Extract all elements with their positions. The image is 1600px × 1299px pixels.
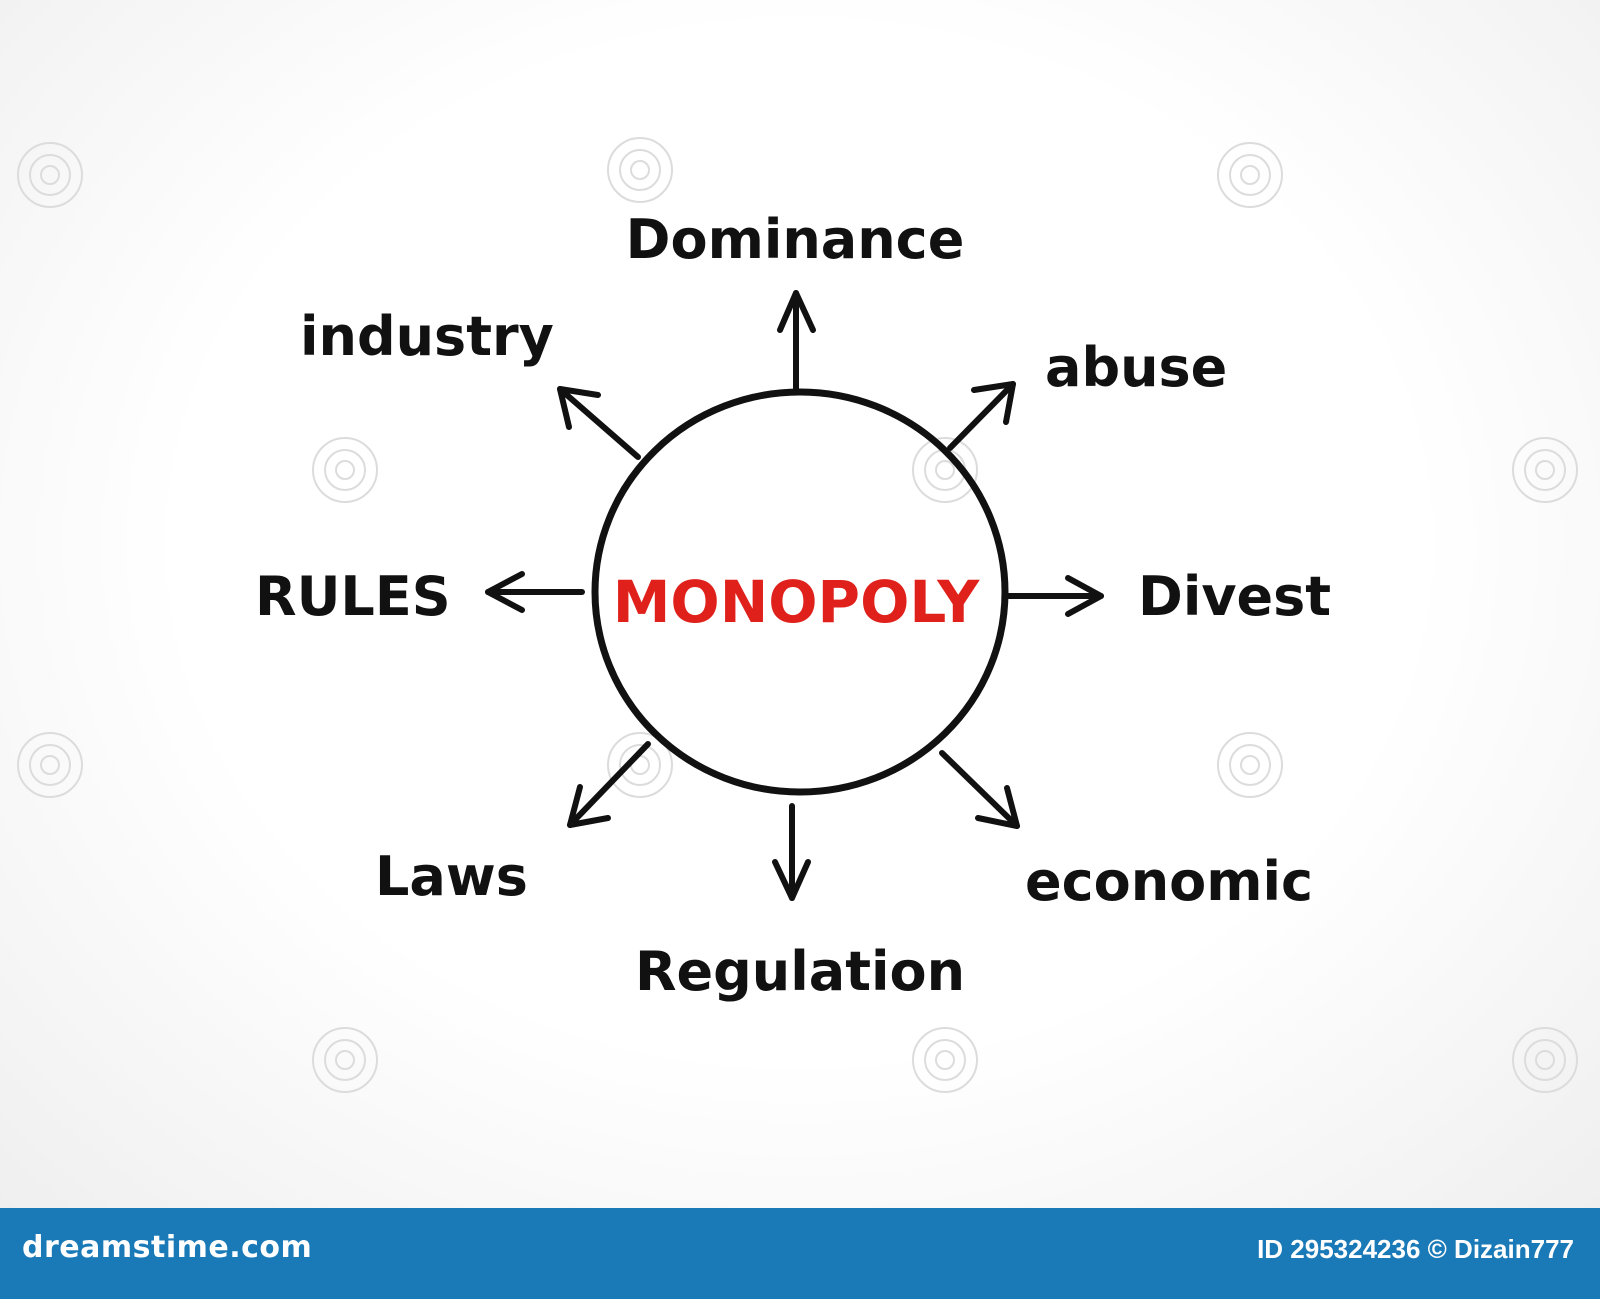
arrow-bottom-right (939, 750, 1020, 829)
arrow-bottom (772, 803, 811, 901)
term-laws: Laws (375, 845, 528, 908)
arrow-top-left (557, 386, 641, 460)
term-industry: industry (300, 305, 554, 368)
term-regulation: Regulation (635, 940, 965, 1003)
stock-id-credit: ID 295324236 © Dizain777 (1257, 1234, 1574, 1264)
arrow-bottom-left (567, 741, 651, 828)
mind-map-diagram: MONOPOLY Dominance abuse Divest economic… (17, 137, 1578, 1093)
center-circle (591, 388, 1009, 796)
arrow-top (777, 290, 816, 391)
term-abuse: abuse (1045, 336, 1227, 399)
stock-footer-bar: dreamstime.com ID 295324236 © Dizain777 (0, 1208, 1600, 1299)
term-divest: Divest (1138, 565, 1331, 628)
center-term: MONOPOLY (613, 568, 981, 636)
arrow-left (485, 571, 585, 613)
arrow-right (1005, 575, 1104, 617)
term-dominance: Dominance (626, 208, 965, 271)
mind-map-canvas: MONOPOLY Dominance abuse Divest economic… (0, 0, 1600, 1208)
term-rules: RULES (255, 565, 451, 628)
watermark-pattern (17, 137, 1578, 1093)
arrow-top-right (947, 381, 1016, 451)
brand-logo-text: dreamstime.com (22, 1230, 313, 1265)
arrows (485, 290, 1104, 901)
term-economic: economic (1025, 850, 1313, 913)
